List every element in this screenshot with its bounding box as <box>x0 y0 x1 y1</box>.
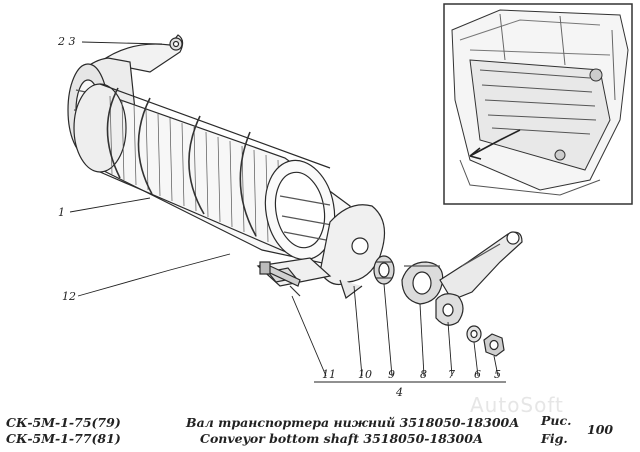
callout-5: 5 <box>494 368 501 381</box>
fig-label-ru: Рис. <box>541 413 572 428</box>
inset-machine-view <box>451 9 629 196</box>
fig-label-en: Fig. <box>541 431 568 446</box>
fig-number: 100 <box>587 422 614 437</box>
bearing-hub <box>373 255 395 285</box>
model-line-2: СК-5М-1-77(81) <box>6 431 121 446</box>
tension-arm <box>439 231 523 301</box>
callout-9: 9 <box>388 368 395 381</box>
callout-11: 11 <box>322 368 336 381</box>
washer-plate <box>435 293 464 326</box>
watermark: AutoSoft <box>470 393 564 417</box>
callout-6: 6 <box>474 368 481 381</box>
model-line-1: СК-5М-1-75(79) <box>6 415 121 430</box>
callout-12: 12 <box>62 290 76 303</box>
inset-arrow <box>469 139 501 160</box>
callout-8: 8 <box>420 368 427 381</box>
callout-1: 1 <box>58 206 65 219</box>
flange <box>401 261 444 305</box>
caption-title-en: Conveyor bottom shaft 3518050-18300А <box>200 431 484 446</box>
conveyor-drum <box>73 83 356 271</box>
callout-2-3: 2 3 <box>57 35 76 48</box>
washer <box>466 325 482 343</box>
end-plate <box>319 204 386 299</box>
bolt <box>259 261 301 287</box>
callout-10: 10 <box>358 368 372 381</box>
callout-4: 4 <box>395 386 403 399</box>
callout-7: 7 <box>448 368 455 381</box>
caption-title-ru: Вал транспортера нижний 3518050-18300А <box>186 415 520 430</box>
nut <box>483 333 505 357</box>
